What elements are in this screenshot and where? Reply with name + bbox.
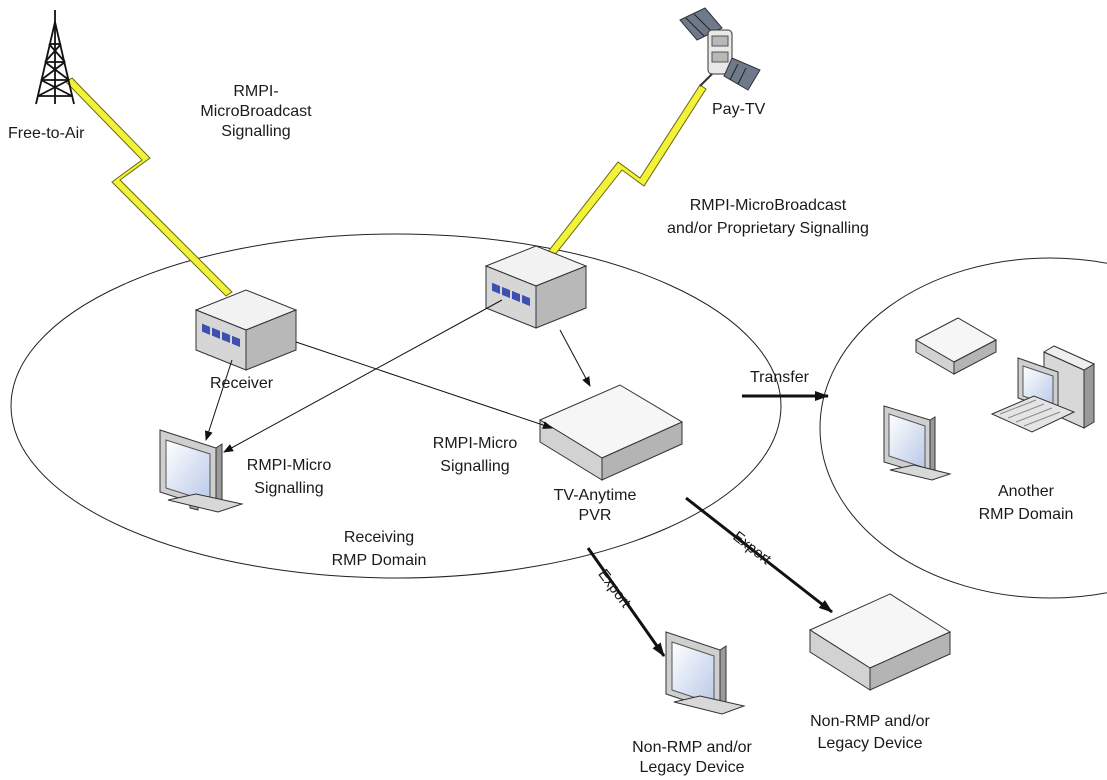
export-arrow-right (685, 496, 833, 614)
non-rmp-legacy-right-label: Non-RMP and/or Legacy Device (800, 712, 940, 754)
label-line: RMPI-Micro (432, 435, 518, 452)
label-line: Another (997, 483, 1055, 500)
satellite-icon (679, 7, 761, 91)
rmpi-micro-signalling-left-label: RMPI-Micro Signalling (230, 456, 348, 499)
connector-receiver-to-monitor (204, 359, 233, 441)
transfer-label: Transfer (750, 369, 809, 386)
label-line: Non-RMP and/or (632, 739, 752, 756)
monitor-icon (665, 631, 746, 715)
receiving-domain-label: Receiving RMP Domain (314, 528, 444, 571)
monitor-icon (883, 405, 952, 481)
label-line: RMP Domain (978, 506, 1074, 523)
connector-receiver-to-pvr (295, 341, 553, 429)
rmpi-microbroadcast-signalling-label: RMPI- MicroBroadcast Signalling (196, 82, 316, 142)
connector-paytv-to-monitor (223, 299, 503, 453)
non-rmp-legacy-bottom-label: Non-RMP and/or Legacy Device (622, 738, 762, 778)
lightning-bolt-icon (65, 77, 233, 297)
label-line: Signalling (221, 123, 291, 140)
pvr-box-icon (538, 384, 684, 481)
label-line: PVR (578, 507, 612, 524)
label-line: Legacy Device (639, 759, 745, 776)
another-domain-label: Another RMP Domain (966, 482, 1086, 525)
antenna-tower-icon (35, 10, 75, 105)
label-line: RMPI-Micro (246, 457, 332, 474)
label-line: RMP Domain (331, 552, 427, 569)
label-line: MicroBroadcast (200, 103, 312, 120)
label-line: TV-Anytime (553, 487, 637, 504)
label-line: Legacy Device (817, 735, 923, 752)
label-line: RMPI- (233, 83, 279, 100)
label-line: Non-RMP and/or (810, 713, 930, 730)
rmpi-micro-signalling-center-label: RMPI-Micro Signalling (420, 434, 530, 477)
label-line: Receiving (343, 529, 415, 546)
desktop-computer-icon (990, 345, 1096, 433)
label-line: RMPI-MicroBroadcast (689, 197, 847, 214)
pay-tv-label: Pay-TV (712, 101, 766, 118)
free-to-air-label: Free-to-Air (8, 125, 85, 142)
tv-anytime-pvr-label: TV-Anytime PVR (540, 486, 650, 526)
set-top-box-icon (194, 289, 298, 371)
label-line: Signalling (440, 458, 510, 475)
receiver-label: Receiver (210, 375, 274, 392)
rmpi-microbroadcast-proprietary-label: RMPI-MicroBroadcast and/or Proprietary S… (650, 196, 886, 239)
label-line: and/or Proprietary Signalling (667, 220, 869, 237)
another-domain-ellipse (819, 257, 1107, 599)
monitor-icon (159, 429, 244, 513)
receiving-domain-ellipse (10, 233, 782, 579)
pvr-box-icon (914, 317, 998, 375)
label-line: Signalling (254, 480, 324, 497)
pvr-box-icon (808, 593, 952, 691)
connector-paytv-to-pvr (559, 329, 591, 387)
set-top-box-icon (484, 245, 588, 329)
export-arrow-bottom (586, 547, 666, 657)
